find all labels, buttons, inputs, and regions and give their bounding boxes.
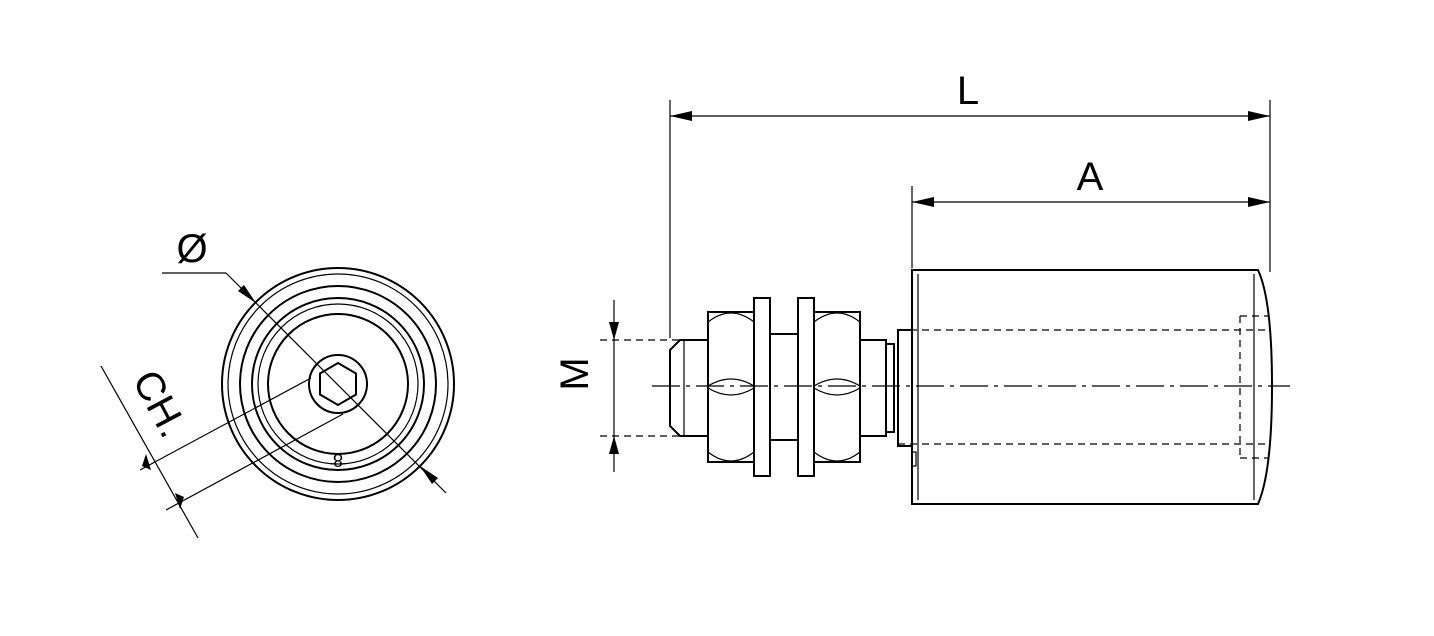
end-view: 8 Ø CH. [100,227,455,539]
nut-1-chamfer-bottom [707,451,755,462]
face-mark-text: 8 [333,450,343,470]
a-arrow-right-icon [1248,197,1270,207]
nut-2-body [813,311,861,463]
l-arrow-right-icon [1248,111,1270,121]
hex-nut-1 [707,311,755,463]
nut-2-chamfer-bottom [813,451,861,462]
thread-label: M [553,357,597,390]
nut-2-flat-mid-top [813,378,861,387]
nut-2-chamfer-top [813,312,861,323]
roller-notch [911,451,917,467]
shaft-shoulder [859,339,887,437]
bearing-inner-circle [257,303,419,465]
outer-rim-circle [221,267,455,501]
hex-arrow-top-icon [142,454,151,470]
m-arrow-bottom-icon [609,436,619,454]
bearing-circle [251,297,425,471]
roller-length-label: A [1077,155,1104,199]
hex-extension-line-1 [139,377,312,471]
dimension-l: L [669,69,1271,338]
nut-1-flat-mid-bottom [707,387,755,396]
hex-socket-icon [319,361,357,407]
hex-extension-line-2 [165,413,344,511]
hex-arrow-bottom-icon [175,493,184,509]
dimension-m: M [553,300,619,472]
diameter-arrow-top-icon [238,285,256,303]
nut-1-chamfer-top [707,312,755,323]
diameter-arrow-bottom-icon [420,466,438,484]
nut-1-body [707,311,755,463]
shoulder-step [885,343,895,433]
l-arrow-left-icon [670,111,692,121]
diameter-label: Ø [176,227,207,271]
overall-length-label: L [957,69,979,113]
nut-1-flat-mid-top [707,378,755,387]
outer-rim-inner-circle [227,273,449,495]
hex-size-label: CH. [124,363,195,444]
washer-1 [753,297,771,477]
screw-head-circle [267,313,409,455]
a-arrow-left-icon [912,197,934,207]
hex-nut-2 [813,311,861,463]
threaded-tip [669,339,708,437]
m-arrow-top-icon [609,322,619,340]
nut-2-flat-mid-bottom [813,387,861,396]
bearing-seat [897,329,913,447]
side-view [600,269,1290,505]
diameter-leader-diagonal [225,272,447,494]
hex-dimension-line [100,365,199,539]
roller-body [911,269,1274,505]
hex-socket-circle [308,354,368,414]
dimension-a: A [911,155,1270,268]
roller-face-circle [239,285,437,483]
washer-2 [797,297,815,477]
